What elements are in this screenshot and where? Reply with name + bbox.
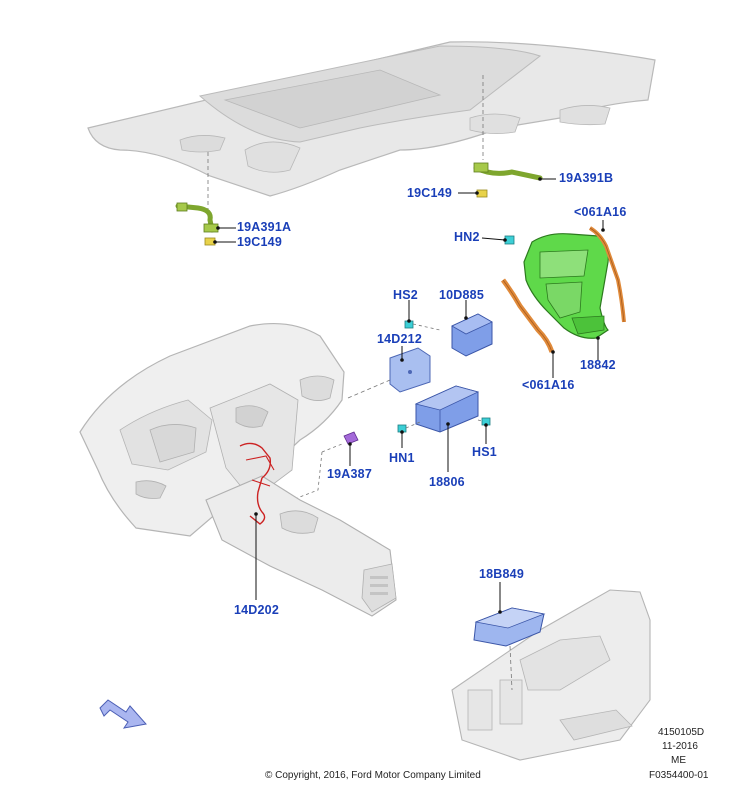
callout-061A16-top: <061A16	[574, 205, 627, 219]
callout-18B849: 18B849	[479, 567, 524, 581]
callout-18806: 18806	[429, 475, 465, 489]
module-10D885	[451, 313, 493, 357]
callout-10D885: 10D885	[439, 288, 484, 302]
callout-18842: 18842	[580, 358, 616, 372]
callout-061A16-bottom: <061A16	[522, 378, 575, 392]
callout-19C149-left: 19C149	[237, 235, 282, 249]
wiring-14D202	[239, 442, 275, 525]
region: ME	[671, 755, 686, 766]
callout-14D212: 14D212	[377, 332, 422, 346]
callout-HN2: HN2	[454, 230, 480, 244]
date: 11-2016	[662, 741, 698, 752]
module-18806	[414, 385, 480, 433]
module-14D212	[389, 347, 431, 393]
lower-bracket	[451, 589, 651, 761]
center-console	[205, 475, 397, 617]
front-direction-arrow-icon	[99, 699, 147, 729]
callout-19C149-right: 19C149	[407, 186, 452, 200]
callout-19A391A: 19A391A	[237, 220, 292, 234]
copyright: © Copyright, 2016, Ford Motor Company Li…	[265, 770, 481, 781]
headliner	[87, 41, 656, 197]
callout-19A387: 19A387	[327, 467, 372, 481]
harness-19A391B	[473, 162, 543, 198]
callout-HN1: HN1	[389, 451, 415, 465]
ref-number: 4150105D	[658, 727, 705, 738]
module-18B849	[473, 607, 546, 647]
callout-19A391B: 19A391B	[559, 171, 614, 185]
callout-HS2: HS2	[393, 288, 418, 302]
figure-id: F0354400-01	[649, 770, 709, 781]
harness-19A391A	[175, 202, 219, 246]
callout-HS1: HS1	[472, 445, 497, 459]
callout-14D202: 14D202	[234, 603, 279, 617]
bezel-18842	[523, 233, 609, 339]
instrument-panel	[79, 322, 345, 537]
